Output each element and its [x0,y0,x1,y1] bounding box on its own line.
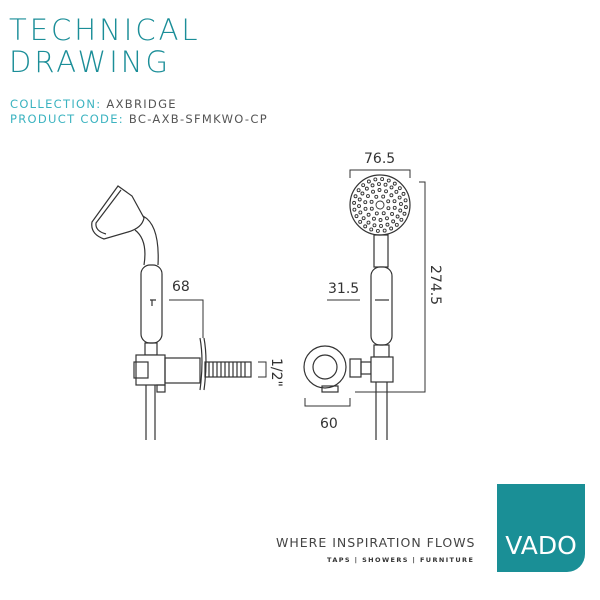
spray-hole [372,216,376,221]
spray-hole [358,219,363,224]
spray-hole [383,182,388,187]
spray-hole [381,194,386,199]
spray-hole [399,217,404,222]
spray-hole [380,177,385,182]
collection-value: AXBRIDGE [106,97,177,111]
spray-hole [369,199,374,204]
spray-hole [401,191,406,196]
spray-hole [375,228,380,233]
spray-hole [370,183,375,188]
spray-hole [392,181,397,186]
spray-hole [403,198,408,203]
spray-hole [389,193,394,198]
spray-hole [402,211,407,216]
center-hole [375,200,385,210]
spray-holes [352,177,408,233]
spray-hole [378,218,383,222]
spray-hole [363,206,368,211]
spray-hole [398,208,403,213]
spray-hole [364,186,369,191]
spray-hole [361,183,366,188]
dim-60: 60 [320,416,338,432]
spray-hole [390,211,394,216]
title-line-2: DRAWING [9,45,171,79]
spray-hole [377,182,381,186]
spray-hole [366,212,371,217]
dim-76-5: 76.5 [364,151,395,167]
spray-hole [377,188,382,192]
title-line-1: TECHNICAL [9,13,201,47]
spray-hole [372,223,377,228]
slogan: WHERE INSPIRATION FLOWS [276,535,476,550]
spray-hole [366,194,370,199]
front-shower-head [349,174,411,236]
thread [204,361,252,378]
dim-31-5: 31.5 [328,281,359,297]
spray-hole [389,226,394,231]
spray-hole [391,219,396,224]
spray-hole [399,202,403,206]
spray-hole [384,189,388,194]
spray-hole [381,211,386,216]
spray-hole [382,228,387,233]
spray-hole [403,205,408,210]
spray-hole [360,191,365,196]
collection-label: COLLECTION: [10,97,102,111]
side-view [91,185,267,440]
spray-hole [354,214,359,219]
dim-68: 68 [172,279,190,295]
dim-274-5: 274.5 [427,265,443,305]
vado-logo: VADO [497,484,585,572]
wall-ring [303,345,347,389]
page-title: TECHNICAL DRAWING [9,14,201,78]
side-hose [145,385,156,440]
spray-hole [394,222,399,227]
spray-hole [352,207,357,212]
product-meta: COLLECTION: AXBRIDGE PRODUCT CODE: BC-AX… [10,97,268,127]
spray-hole [392,199,397,204]
spray-hole [392,205,397,210]
spray-hole [363,200,368,205]
spray-hole [357,204,361,208]
spray-hole [385,216,389,221]
side-shower-head [91,185,159,266]
spray-hole [369,227,374,232]
spray-hole [374,194,379,199]
spray-hole [353,194,358,199]
spray-hole [357,197,362,202]
spray-hole [363,224,368,229]
spray-hole [369,206,374,211]
spray-hole [371,189,375,194]
spray-hole [397,195,402,200]
dim-thread: 1/2" [268,358,284,387]
spray-hole [366,179,371,184]
spray-hole [374,211,379,216]
spray-hole [386,199,391,204]
spray-hole [385,222,390,227]
front-view [303,169,426,440]
front-hose [375,382,388,440]
logo-text: VADO [505,531,577,560]
front-handle [370,266,393,346]
dim-68-line [169,299,204,338]
spray-hole [361,216,366,221]
spray-hole [389,185,394,190]
product-code-value: BC-AXB-SFMKWO-CP [128,112,268,126]
spray-hole [394,189,399,194]
spray-hole [397,186,402,191]
spray-hole [358,210,363,215]
spray-hole [366,220,371,225]
spray-hole [356,188,361,193]
side-bracket [135,354,166,386]
spray-hole [352,200,357,205]
spray-hole [373,177,378,182]
tagline: TAPS | SHOWERS | FURNITURE [327,556,475,564]
spray-hole [379,224,383,228]
spray-hole [386,206,391,211]
product-code-label: PRODUCT CODE: [10,112,124,126]
spray-hole [386,178,391,183]
spray-hole [395,214,400,219]
